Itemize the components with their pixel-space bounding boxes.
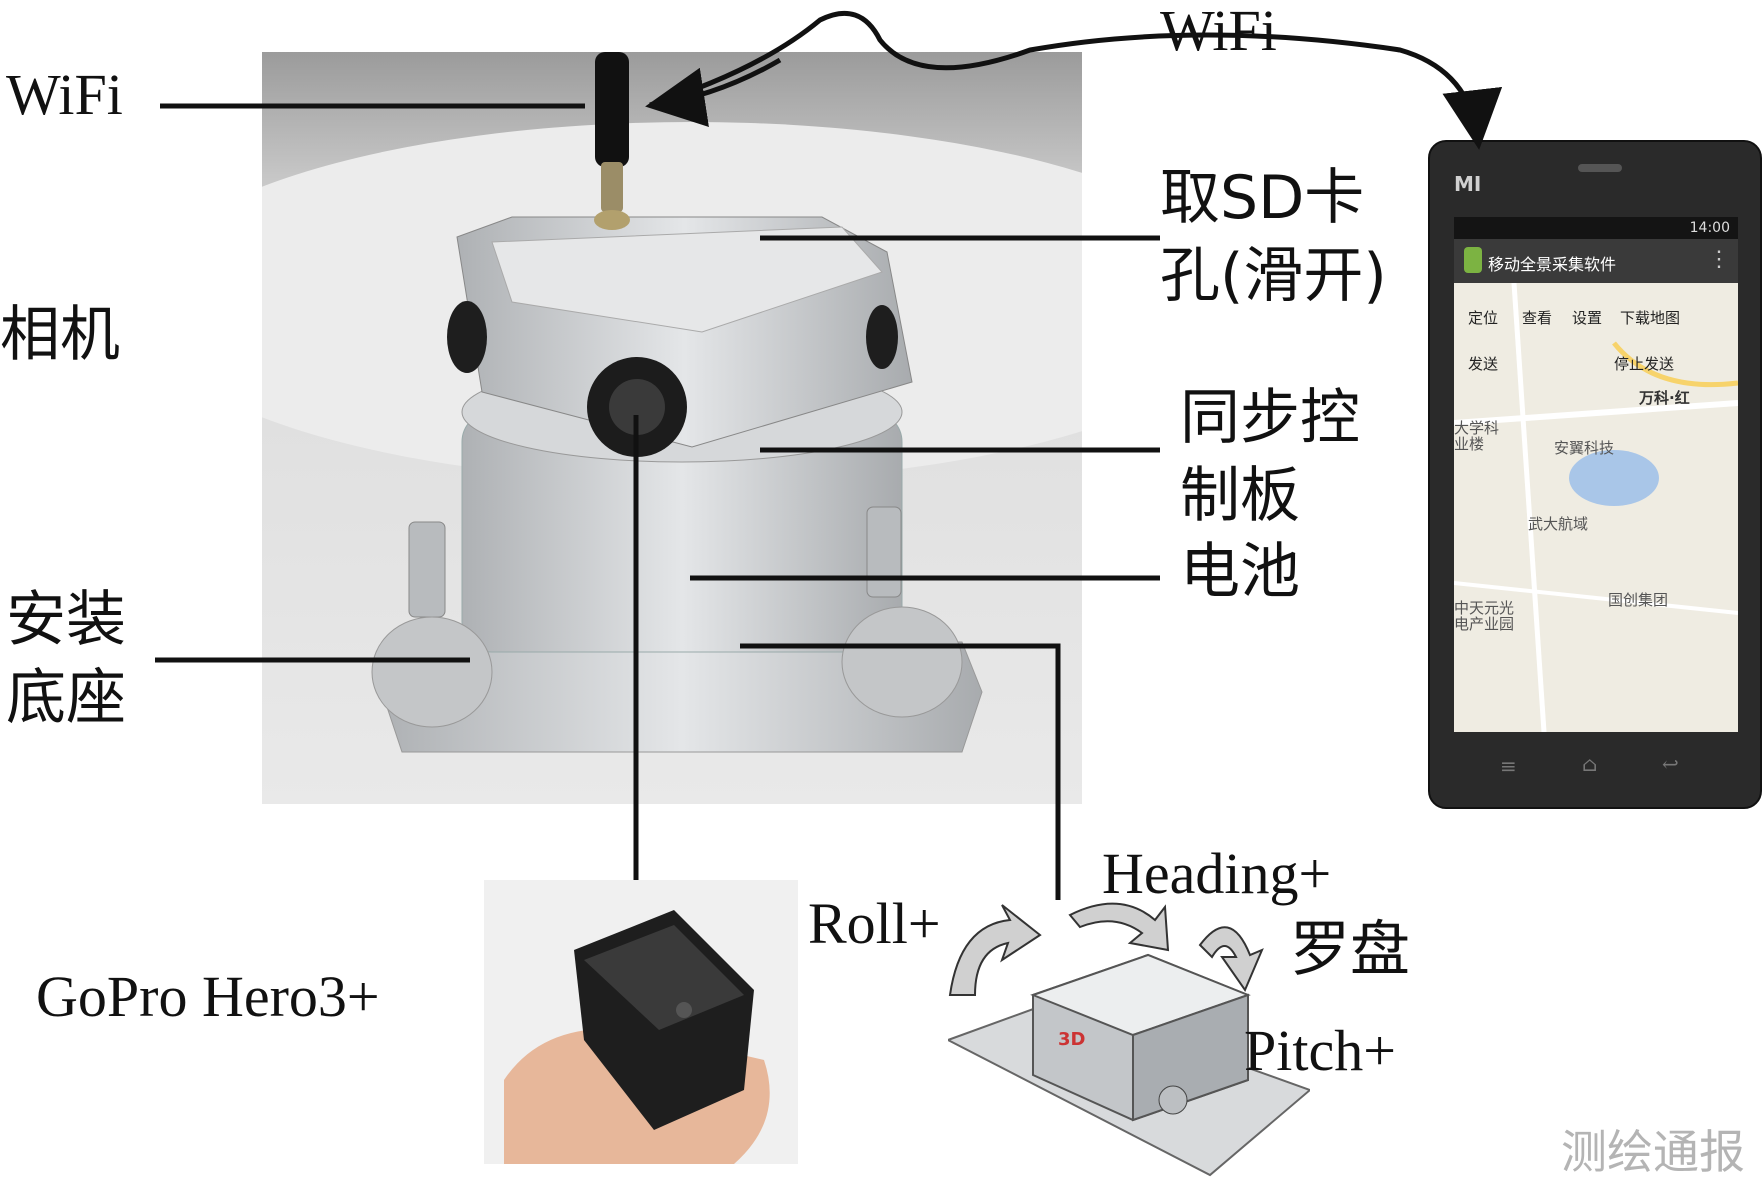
label-mount-line1: 安装: [6, 590, 126, 650]
label-camera: 相机: [0, 305, 120, 365]
watermark: 测绘通报: [1561, 1116, 1745, 1182]
label-battery: 电池: [1180, 542, 1300, 602]
phone-speaker: [1578, 164, 1622, 172]
phone-brand: MI: [1454, 172, 1481, 196]
phone-screen: 14:00 移动全景采集软件 ⋮ 定位 查看 设置 下载地图 发送 停止发送 万…: [1454, 217, 1738, 732]
map-label: 万科·红: [1639, 387, 1690, 408]
map-label: 安翼科技: [1554, 437, 1614, 458]
status-time: 14:00: [1690, 220, 1730, 236]
phone-device: MI 14:00 移动全景采集软件 ⋮ 定位 查看 设置 下载地图 发送 停止发…: [1428, 140, 1762, 809]
btn-settings[interactable]: 设置: [1572, 307, 1602, 328]
camera-device-photo: [262, 52, 1082, 804]
label-wifi-top: WiFi: [1160, 2, 1277, 60]
btn-view[interactable]: 查看: [1522, 307, 1552, 328]
btn-download-map[interactable]: 下载地图: [1620, 307, 1680, 328]
label-sd-slot-line2: 孔(滑开): [1160, 246, 1387, 306]
label-gopro: GoPro Hero3+: [36, 968, 380, 1026]
label-sd-slot-line1: 取SD卡: [1160, 168, 1364, 228]
map-label: 武大航域: [1528, 513, 1588, 534]
label-mount-line2: 底座: [6, 668, 126, 728]
label-wifi-left: WiFi: [6, 66, 123, 124]
home-key-icon[interactable]: ⌂: [1582, 752, 1597, 776]
back-key-icon[interactable]: ↩: [1662, 752, 1679, 776]
label-compass: 罗盘: [1290, 920, 1410, 980]
menu-key-icon[interactable]: ≡: [1500, 754, 1517, 778]
label-sync-board-line2: 制板: [1180, 466, 1300, 526]
map-label: 业楼: [1454, 433, 1484, 454]
label-roll: Roll+: [808, 895, 941, 953]
btn-locate[interactable]: 定位: [1468, 307, 1498, 328]
map-label: 电产业园: [1454, 613, 1514, 634]
gopro-photo: [484, 880, 798, 1164]
btn-send[interactable]: 发送: [1468, 353, 1498, 374]
label-heading: Heading+: [1102, 845, 1331, 903]
btn-stop-send[interactable]: 停止发送: [1614, 353, 1674, 374]
label-sync-board-line1: 同步控: [1180, 388, 1360, 448]
map-label: 国创集团: [1608, 589, 1668, 610]
rotation-arrows: [940, 895, 1280, 1005]
overflow-menu-icon[interactable]: ⋮: [1708, 247, 1730, 272]
map-roads: [1454, 283, 1738, 732]
app-title: 移动全景采集软件: [1488, 251, 1616, 275]
label-pitch: Pitch+: [1244, 1022, 1396, 1080]
android-app-icon: [1464, 247, 1482, 273]
compass-marking: 3D: [1058, 1029, 1085, 1050]
